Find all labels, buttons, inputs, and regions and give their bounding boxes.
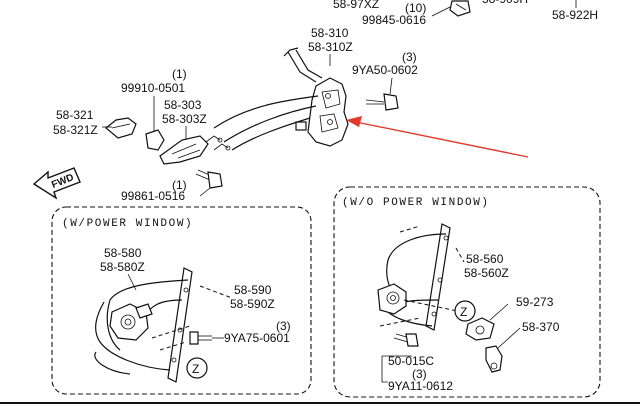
label-99861-0516: 99861-0516: [121, 189, 185, 203]
power-ref-z-label: Z: [192, 362, 199, 376]
label-partial-top-right-clipped: 58-909H: [482, 0, 528, 6]
manual-ref-z: Z: [454, 300, 476, 322]
qty-handle-bolt: (1): [172, 178, 187, 192]
qty-latch-screw: (3): [402, 50, 417, 64]
label-58-580z: 58-580Z: [100, 260, 145, 274]
label-58-590: 58-590: [234, 283, 272, 297]
label-59-273: 59-273: [516, 295, 554, 309]
label-58-310: 58-310: [311, 26, 349, 40]
callout-arrow: [346, 116, 529, 158]
label-58-310z: 58-310Z: [308, 40, 353, 54]
label-58-590z: 58-590Z: [230, 297, 275, 311]
qty-manual-bolt: (3): [412, 367, 427, 381]
label-99845-0616: 99845-0616: [362, 13, 426, 27]
handle-bolt-drawing: [195, 169, 223, 197]
latch-screw-drawing: [365, 77, 399, 111]
qty-clip: (1): [172, 67, 187, 81]
label-99910-0501: 99910-0501: [121, 81, 185, 95]
fwd-arrow-icon: FWD: [32, 167, 81, 200]
bolt-99845-drawing: [431, 0, 471, 17]
label-58-303: 58-303: [164, 98, 202, 112]
power-window-title: (W/POWER WINDOW): [62, 218, 193, 230]
manual-window-title: (W/O POWER WINDOW): [342, 197, 490, 209]
door-latch-drawing: [213, 47, 349, 151]
power-ref-z: Z: [186, 357, 208, 379]
inner-handle-drawing: [102, 96, 231, 165]
qty-power-bolt: (3): [276, 319, 291, 333]
label-58-560z: 58-560Z: [464, 266, 509, 280]
manual-ref-z-label: Z: [460, 305, 467, 319]
label-50-015c: 50-015C: [388, 354, 434, 368]
label-9ya50-0602: 9YA50-0602: [352, 63, 418, 77]
label-9ya11-0612: 9YA11-0612: [388, 379, 453, 393]
manual-window-box: [333, 186, 601, 398]
power-window-box: [51, 206, 312, 395]
label-9ya75-0601: 9YA75-0601: [224, 331, 290, 345]
label-58-303z: 58-303Z: [162, 112, 207, 126]
manual-regulator-drawing: [377, 223, 521, 383]
label-58-321z: 58-321Z: [53, 123, 98, 137]
label-58-370: 58-370: [522, 320, 560, 334]
label-58-97xz: 58-97XZ: [333, 0, 379, 11]
qty-10: (10): [405, 1, 426, 15]
power-regulator-drawing: [94, 267, 233, 383]
label-58-922h: 58-922H: [552, 8, 598, 22]
label-58-321: 58-321: [56, 108, 94, 122]
label-58-560: 58-560: [466, 252, 504, 266]
label-58-580: 58-580: [104, 246, 142, 260]
